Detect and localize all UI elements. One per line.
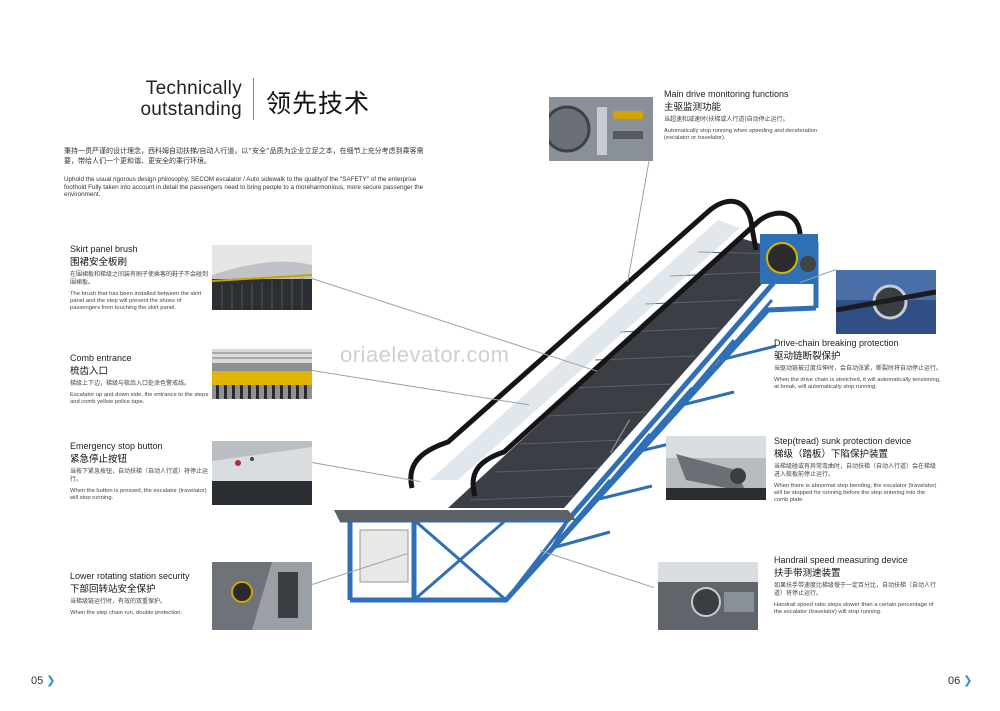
title-cn: 领先技术 (266, 89, 371, 118)
feature-title: Step(tread) sunk protection device (774, 436, 912, 446)
handrail-left (408, 198, 759, 489)
feature-handrail-speed-measuring: Handrail speed measuring device 扶手带测速装置 … (774, 555, 940, 616)
lower-landing-plate (334, 510, 576, 522)
feature-desc-cn: 当驱动链被过度拉伸时，会自动张紧，断裂时将自动停止运行。 (774, 365, 943, 372)
feature-title-cn: 梳齿入口 (70, 366, 109, 377)
photo-lower-station (212, 562, 312, 630)
feature-desc-cn: 梯级上下边，梯级与梳齿入口处涂色警戒线。 (70, 380, 191, 387)
escalator-illustration (334, 198, 819, 603)
watermark: oriaelevator.com (340, 342, 510, 367)
feature-skirt-panel-brush: Skirt panel brush 围裙安全板刷 在围裙板和梯级之间装有刷子使乘… (70, 244, 210, 313)
feature-desc-en: Handrail speed ratio steps slower than a… (774, 602, 934, 616)
feature-title-cn: 围裙安全板刷 (70, 257, 128, 268)
title-en: Technically outstanding (118, 78, 242, 120)
feature-drive-chain-breaking: Drive-chain breaking protection 驱动链断裂保护 … (774, 338, 942, 391)
feature-desc-cn: 当梯级链运行时，有效的双重保护。 (70, 598, 167, 605)
photo-step-sunk (666, 436, 766, 500)
feature-desc-en: The brush that has been installed betwee… (70, 291, 202, 312)
feature-desc-en: Automatically stop running when speeding… (664, 128, 818, 142)
photo-handrail-speed (658, 562, 758, 630)
feature-title: Emergency stop button (70, 441, 163, 451)
title-divider (253, 78, 254, 120)
feature-desc-en: When the step chain run, double protecti… (70, 610, 183, 616)
feature-title-cn: 驱动链断裂保护 (774, 351, 841, 362)
feature-title: Lower rotating station security (70, 571, 190, 581)
feature-step-sunk-protection: Step(tread) sunk protection device 梯级（踏板… (774, 436, 940, 505)
drive-motor (800, 256, 816, 272)
feature-lower-rotating-station: Lower rotating station security 下部回转站安全保… (70, 571, 210, 617)
intro-en: Uphold the usual rigorous design philoso… (64, 176, 424, 199)
title-en-line1: Technically (145, 78, 242, 99)
photo-main-drive (549, 97, 653, 161)
feature-title: Main drive monitoring functions (664, 89, 789, 99)
feature-title: Handrail speed measuring device (774, 555, 908, 565)
page-number-text: 06 (948, 675, 961, 687)
page-number-text: 05 (31, 675, 44, 687)
feature-comb-entrance: Comb entrance 梳齿入口 梯级上下边，梯级与梳齿入口处涂色警戒线。 … (70, 353, 210, 406)
feature-title-cn: 梯级（踏板）下陷保护装置 (774, 449, 889, 460)
step-band (448, 238, 790, 508)
balustrade-glass (430, 220, 740, 480)
feature-desc-en: When there is abnormal step bending, the… (774, 483, 937, 504)
feature-desc-cn: 如果扶手带速度比梯级慢于一定百分比，自动扶梯（自动人行道）将停止运行。 (774, 582, 937, 597)
photo-emergency-stop (212, 441, 312, 505)
feature-title: Comb entrance (70, 353, 132, 363)
drive-sprocket (766, 242, 798, 274)
feature-title-cn: 扶手带测速装置 (774, 568, 841, 579)
page-number-right: 06❯ (948, 674, 972, 687)
feature-emergency-stop-button: Emergency stop button 紧急停止按钮 当按下紧急按钮，自动扶… (70, 441, 210, 502)
feature-desc-cn: 在围裙板和梯级之间装有刷子使乘客的鞋子不会碰到围裙板。 (70, 271, 209, 286)
chevron-right-icon: ❯ (963, 675, 973, 687)
feature-desc-cn: 当梯级碰或有异常弯曲时，自动扶梯（自动人行道）会在梯级进入梳板前停止运行。 (774, 463, 937, 478)
feature-desc-en: When the button is pressed, the escalato… (70, 488, 207, 502)
feature-title: Drive-chain breaking protection (774, 338, 899, 348)
feature-desc-cn: 当超速和减速时(扶梯或人行道)自动停止运行。 (664, 116, 789, 123)
feature-title-cn: 下部回转站安全保护 (70, 584, 156, 595)
handrail-right (470, 210, 803, 497)
photo-comb-entrance (212, 349, 312, 399)
feature-title: Skirt panel brush (70, 244, 138, 254)
photo-skirt-brush (212, 245, 312, 310)
intro-cn: 秉持一贯严谨的设计理念，西科姆自动扶梯/自动人行道，以“安全”品质为企业立足之本… (64, 147, 424, 165)
page-number-left: 05❯ (31, 674, 55, 687)
feature-desc-en: Escalator up and down side, the entrance… (70, 392, 209, 406)
feature-title-cn: 紧急停止按钮 (70, 454, 128, 465)
title-en-line2: outstanding (140, 99, 242, 120)
truss-members (413, 299, 777, 602)
feature-desc-en: When the drive chain is stretched, it wi… (774, 377, 941, 391)
feature-main-drive-monitoring: Main drive monitoring functions 主驱监测功能 当… (664, 89, 834, 142)
feature-desc-cn: 当按下紧急按钮，自动扶梯（自动人行道）将停止运行。 (70, 468, 209, 483)
chevron-right-icon: ❯ (46, 675, 56, 687)
photo-drive-chain (836, 270, 936, 334)
feature-title-cn: 主驱监测功能 (664, 102, 722, 113)
